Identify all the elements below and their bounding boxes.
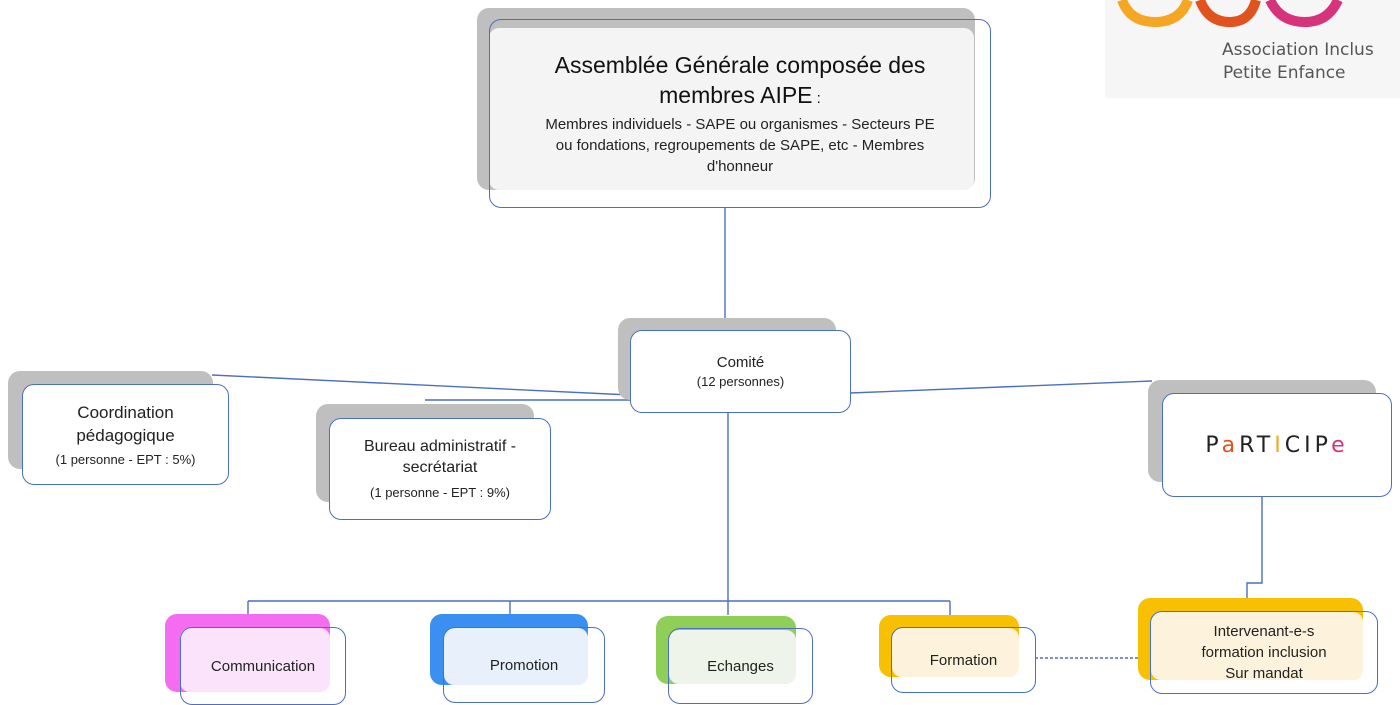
intervenant-box: Intervenant-e-s formation inclusion Sur … [1150, 611, 1378, 694]
coordination-box: Coordination pédagogique (1 personne - E… [22, 384, 229, 485]
communication-fill [180, 628, 330, 692]
formation-box: Formation [891, 627, 1036, 693]
echanges-fill [669, 630, 796, 684]
bureau-line1: Bureau administratif - [363, 438, 517, 455]
assembly-members-line1: Membres individuels - SAPE ou organismes… [545, 116, 935, 133]
participe-letter: R [1239, 432, 1257, 458]
bureau-line2: secrétariat [402, 459, 478, 476]
participe-letter: I [1304, 432, 1315, 458]
participe-logo-text: PaRTICIPe [1205, 433, 1348, 458]
promotion-fill [444, 628, 588, 685]
participe-letter: e [1331, 432, 1349, 458]
participe-letter: P [1314, 432, 1332, 458]
assembly-title-main: membres AIPE [659, 82, 813, 108]
assembly-box: Assemblée Générale composée des membres … [489, 19, 991, 208]
comite-box: Comité (12 personnes) [630, 330, 851, 413]
bureau-detail: (1 personne - EPT : 9%) [370, 485, 510, 500]
participe-letter: T [1256, 432, 1275, 458]
participe-letter: P [1205, 432, 1222, 458]
assembly-members-line2: ou fondations, regroupements de SAPE, et… [555, 137, 925, 154]
intervenant-line3: Sur mandat [1225, 665, 1303, 682]
participe-letter: a [1221, 432, 1240, 458]
formation-label: Formation [929, 651, 998, 669]
aipe-logo: Association Inclus Petite Enfance [1100, 0, 1400, 100]
intervenant-line1: Intervenant-e-s [1213, 623, 1315, 640]
connector-comite-participe [849, 380, 1153, 394]
assembly-fill [489, 28, 974, 190]
bureau-box: Bureau administratif - secrétariat (1 pe… [329, 418, 551, 520]
connector-coordination-comite [211, 374, 631, 396]
intervenant-line2: formation inclusion [1201, 644, 1327, 661]
coordination-detail: (1 personne - EPT : 5%) [55, 451, 196, 467]
comite-subtitle: (12 personnes) [696, 374, 785, 389]
assembly-title-suffix: : [812, 90, 821, 107]
connector-participe-intervenant [1246, 497, 1263, 599]
communication-label: Communication [210, 657, 316, 675]
participe-box: PaRTICIPe [1162, 393, 1392, 497]
echanges-box: Echanges [668, 628, 813, 704]
coordination-line1: Coordination [77, 402, 174, 422]
formation-fill [892, 628, 1019, 677]
coordination-line2: pédagogique [76, 425, 175, 445]
promotion-label: Promotion [489, 656, 559, 674]
assembly-members-line3: d'honneur [706, 158, 774, 175]
aipe-logo-shapes [1105, 0, 1400, 98]
aipe-logo-line1: Association Inclus [1222, 40, 1374, 60]
assembly-title-line1: Assemblée Générale composée des [554, 52, 926, 78]
communication-box: Communication [180, 627, 346, 705]
echanges-label: Echanges [707, 657, 774, 675]
aipe-logo-line2: Petite Enfance [1223, 63, 1346, 83]
participe-letter: I [1274, 432, 1285, 458]
participe-letter: C [1284, 432, 1305, 458]
assembly-title-line2: membres AIPE : [659, 80, 821, 114]
comite-title: Comité [716, 354, 765, 371]
intervenant-fill [1151, 612, 1363, 680]
promotion-box: Promotion [443, 627, 605, 703]
